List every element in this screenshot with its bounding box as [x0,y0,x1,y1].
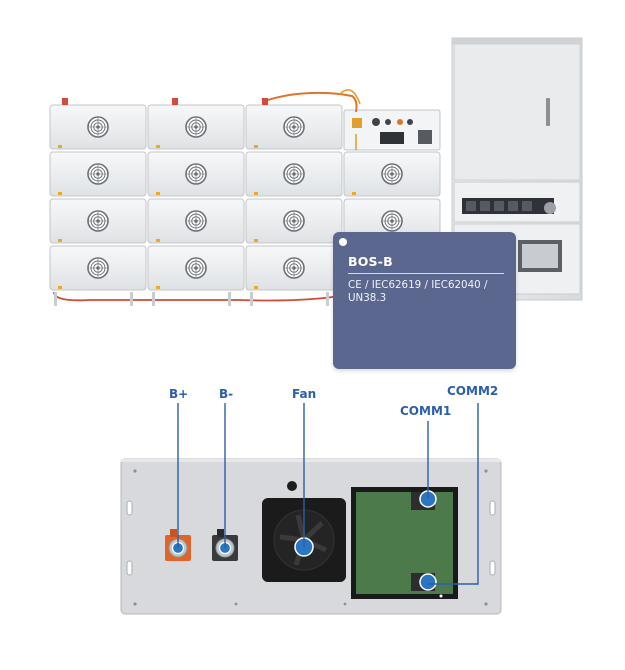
cabinet-handle [546,98,550,126]
label-b-plus: B+ [169,387,189,401]
label-comm2: COMM2 [447,384,499,398]
product-model-title: BOS-B [348,254,393,269]
card-bullet-dot [339,238,347,246]
label-fan: Fan [292,387,317,401]
label-comm1: COMM1 [400,404,452,418]
certification-list: CE / IEC62619 / IEC62040 / UN38.3 [348,279,488,304]
battery-system-illustration [49,37,583,306]
label-b-minus: B- [219,387,234,401]
callout-lines [177,403,479,585]
card-divider [348,273,504,274]
control-cabinet [451,37,583,301]
product-info-card: BOS-B CE / IEC62619 / IEC62040 / UN38.3 [333,232,516,369]
communication-board [351,487,458,599]
comm2-port [419,573,437,591]
bos-controller-unit [343,109,441,151]
rack-feet [54,292,329,306]
front-panel-diagram [120,403,502,615]
